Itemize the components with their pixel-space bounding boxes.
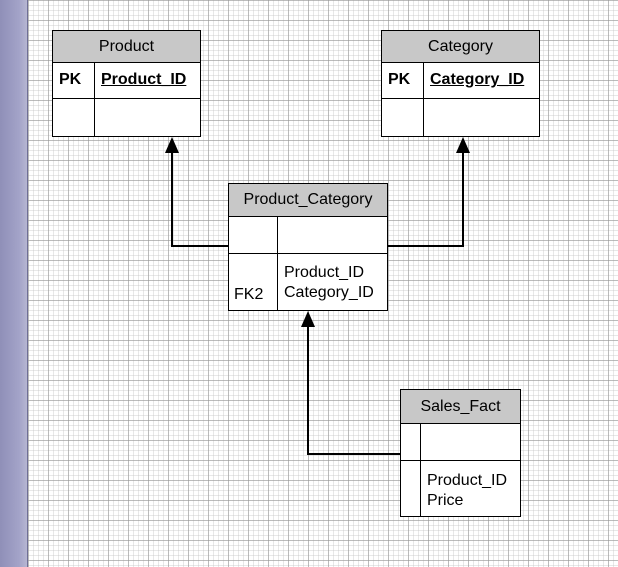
field-category-id: Category_ID: [284, 284, 374, 301]
attributes-row: FK2 Product_ID Category_ID: [229, 253, 387, 310]
connector-salesfact-productcategory: [307, 326, 400, 455]
field-price: Price: [427, 492, 464, 509]
connector-productcategory-category: [388, 152, 464, 247]
key-column: [401, 424, 421, 460]
pk-field: Category_ID: [430, 71, 525, 88]
key-column: FK2: [229, 254, 278, 310]
attribute-column: Product_ID Category_ID: [278, 254, 387, 310]
entity-sales-fact[interactable]: Sales_Fact Product_ID Price: [400, 389, 521, 517]
pk-field: Product_ID: [101, 71, 187, 88]
arrowhead-productcategory: [301, 311, 315, 327]
key-column: [401, 461, 421, 516]
key-column: [229, 217, 278, 253]
pk-row: [229, 217, 387, 253]
attribute-column: Product_ID Price: [421, 461, 520, 516]
entity-product-category[interactable]: Product_Category FK2 Product_ID Category…: [228, 183, 388, 311]
entity-product[interactable]: Product PK Product_ID: [52, 30, 201, 137]
attributes-row: [53, 98, 200, 136]
pk-label: PK: [53, 63, 95, 98]
entity-title: Product: [53, 31, 200, 63]
attribute-column: [95, 99, 200, 136]
attributes-row: [382, 98, 539, 136]
attribute-column: [421, 424, 520, 460]
entity-title: Sales_Fact: [401, 390, 520, 424]
key-column: [53, 99, 95, 136]
entity-title: Product_Category: [229, 184, 387, 217]
fk-label: FK2: [234, 286, 264, 303]
arrowhead-product: [165, 137, 179, 153]
left-rail: [0, 0, 28, 567]
key-column: [382, 99, 424, 136]
attributes-row: Product_ID Price: [401, 460, 520, 516]
pk-row: PK Product_ID: [53, 63, 200, 98]
arrowhead-category: [456, 137, 470, 153]
pk-row: PK Category_ID: [382, 63, 539, 98]
connector-productcategory-product: [171, 152, 228, 247]
attribute-column: [278, 217, 387, 253]
field-product-id: Product_ID: [284, 264, 365, 281]
pk-row: [401, 424, 520, 460]
entity-category[interactable]: Category PK Category_ID: [381, 30, 540, 137]
pk-label: PK: [382, 63, 424, 98]
attribute-column: [424, 99, 539, 136]
field-product-id: Product_ID: [427, 472, 508, 489]
entity-title: Category: [382, 31, 539, 63]
